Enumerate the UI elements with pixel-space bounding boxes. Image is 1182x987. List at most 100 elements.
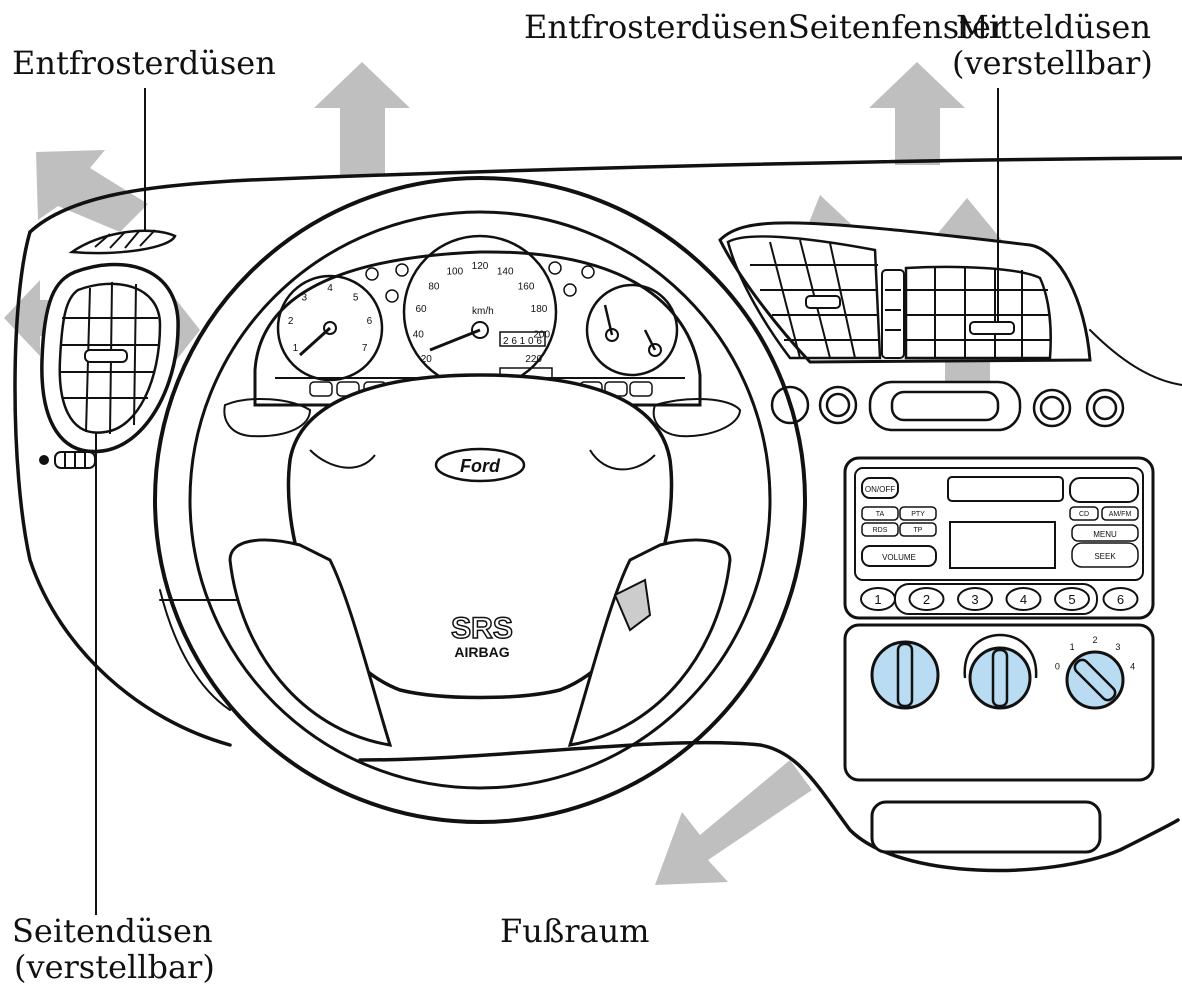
radio-preset-label: 6	[1117, 592, 1124, 607]
side-vent-arrow-left	[4, 280, 70, 356]
center-vent-middle-column	[881, 269, 905, 359]
radio-preset-label: 1	[874, 592, 881, 607]
fan-scale-tick-3: 3	[1115, 642, 1120, 652]
dash-left-edge	[13, 230, 232, 747]
switch-row[interactable]	[770, 380, 1125, 432]
radio-seek-label: SEEK	[1094, 552, 1116, 561]
speedo-tick-6: 140	[497, 266, 514, 277]
radio-menu-label: MENU	[1093, 530, 1117, 539]
speedo-tick-10: 220	[525, 354, 542, 365]
label-defroster-left: Entfrosterdüsen	[12, 44, 276, 82]
radio-power-button[interactable]: ON/OFF	[861, 477, 899, 499]
fan-scale-tick-1: 1	[1070, 642, 1075, 652]
tachometer: 1 2 3 4 5 6 7	[276, 274, 384, 382]
airbag-label: SRS AIRBAG	[450, 611, 513, 660]
radio-menu-button[interactable]: MENU	[1071, 524, 1139, 542]
radio-right-keys[interactable]: CD AM/FM	[1069, 506, 1139, 521]
temperature-knob[interactable]	[870, 640, 940, 710]
radio-volume-button[interactable]: VOLUME	[861, 545, 937, 567]
speedo-tick-2: 60	[415, 304, 427, 315]
dash-top-edge	[28, 156, 1182, 234]
label-center-vents-line1: Mitteldüsen	[956, 8, 1151, 46]
ford-logo-text: Ford	[460, 456, 501, 476]
tacho-tick-2: 3	[302, 292, 308, 303]
radio-preset-label: 5	[1068, 592, 1075, 607]
radio-seek-button[interactable]: SEEK	[1071, 542, 1139, 568]
label-center-vents-line2: (verstellbar)	[952, 44, 1153, 82]
side-defroster-arrow-left	[36, 150, 148, 232]
fan-scale-tick-2: 2	[1092, 635, 1097, 645]
air-distribution-knob[interactable]	[963, 633, 1038, 710]
fan-scale-tick-0: 0	[1055, 661, 1060, 671]
label-defroster-side-windows: EntfrosterdüsenSeitenfenster	[524, 8, 1007, 46]
tacho-tick-0: 1	[293, 343, 299, 354]
center-vent-left[interactable]	[726, 235, 882, 360]
dashboard-outline	[13, 156, 1182, 873]
radio-preset-label: 2	[923, 592, 930, 607]
center-vent-right[interactable]	[904, 265, 1052, 360]
label-side-vents-line1: Seitendüsen	[12, 912, 213, 950]
left-defroster-slot	[68, 229, 177, 255]
tacho-tick-4: 5	[353, 292, 359, 303]
tacho-tick-6: 7	[362, 343, 368, 354]
fan-scale-labels: 01 2 34	[1055, 635, 1135, 671]
tacho-tick-5: 6	[367, 316, 373, 327]
left-switch[interactable]	[39, 451, 96, 469]
speedo-tick-4: 100	[446, 266, 463, 277]
fuel-temp-gauge	[585, 283, 679, 377]
fan-speed-knob[interactable]: 01 2 34	[1055, 635, 1135, 710]
footwell-arrow	[655, 760, 812, 885]
speed-unit: km/h	[472, 306, 494, 317]
radio-key-rds: RDS	[873, 527, 888, 534]
speedo-tick-3: 80	[428, 282, 440, 293]
fan-scale-tick-4: 4	[1130, 661, 1135, 671]
dash-lower-edge	[358, 740, 1180, 873]
speedo-tick-8: 180	[531, 304, 548, 315]
leader-lines	[95, 88, 999, 915]
radio-key-ta: TA	[876, 511, 885, 518]
radio-preset-button-6[interactable]: 6	[1102, 587, 1139, 611]
radio-preset-button-3[interactable]: 3	[957, 587, 993, 611]
speedo-tick-5: 120	[472, 261, 489, 272]
radio-preset-button-5[interactable]: 5	[1054, 587, 1090, 611]
radio-key-amfm: AM/FM	[1109, 511, 1132, 518]
radio-unit	[843, 456, 1155, 620]
radio-preset-row: 1 2 3 4 5 6	[860, 583, 1139, 615]
airbag-srs: SRS	[451, 612, 513, 645]
ford-badge: Ford	[434, 447, 526, 483]
tacho-tick-1: 2	[288, 316, 294, 327]
left-side-vent[interactable]	[40, 262, 180, 454]
speedo-tick-1: 40	[413, 330, 425, 341]
radio-preset-label: 4	[1020, 592, 1027, 607]
odometer: 2 6 1 0 6	[503, 336, 542, 347]
label-side-vents-line2: (verstellbar)	[14, 948, 215, 986]
dash-inner-left	[159, 589, 231, 711]
speedo-tick-0: 20	[421, 354, 433, 365]
label-footwell: Fußraum	[500, 912, 650, 950]
tacho-tick-3: 4	[327, 283, 333, 294]
radio-key-pty: PTY	[911, 511, 925, 518]
speedo-tick-9: 200	[533, 330, 550, 341]
tacho-tick-labels: 1 2 3 4 5 6 7	[288, 283, 373, 354]
radio-preset-button-2[interactable]: 2	[908, 587, 945, 611]
radio-key-cd: CD	[1079, 511, 1089, 518]
radio-preset-label: 3	[971, 592, 978, 607]
radio-preset-button-1[interactable]: 1	[860, 587, 896, 611]
radio-volume-label: VOLUME	[882, 553, 916, 562]
defroster-arrow-up-right	[869, 62, 965, 165]
radio-left-keys[interactable]: TA PTY RDS TP	[861, 506, 937, 537]
airbag-word: AIRBAG	[454, 644, 509, 660]
radio-key-tp: TP	[914, 527, 923, 534]
glovebox-line	[1089, 329, 1182, 386]
radio-preset-button-4[interactable]: 4	[1005, 587, 1042, 611]
speedo-tick-7: 160	[518, 282, 535, 293]
radio-power-label: ON/OFF	[865, 485, 895, 494]
defroster-arrow-up-left	[314, 62, 410, 175]
steering-stalks[interactable]	[223, 397, 742, 438]
wheel-button-right[interactable]	[613, 578, 652, 632]
steering-wheel[interactable]	[153, 176, 807, 824]
radio-preset-buttons[interactable]: 1 2 3 4 5 6	[860, 587, 1139, 611]
